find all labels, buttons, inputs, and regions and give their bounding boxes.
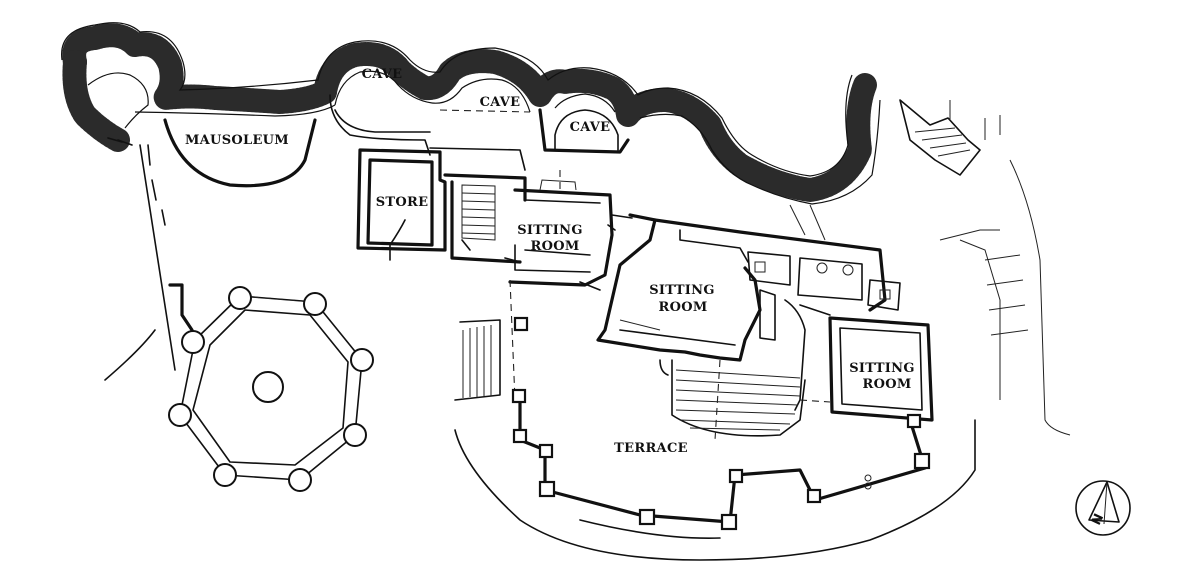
sitting-room-3 [799, 304, 934, 422]
label-mausoleum: MAUSOLEUM [185, 133, 289, 148]
label-cave-3: CAVE [570, 120, 611, 135]
entrance-stair [671, 359, 806, 437]
north-east-stair [789, 99, 1001, 241]
label-terrace: TERRACE [614, 441, 688, 456]
mausoleum [104, 118, 317, 381]
service-rooms [747, 251, 901, 411]
label-sitting-room-3-line1: SITTING [849, 361, 915, 376]
label-cave-1: CAVE [362, 67, 403, 82]
sitting-room-2 [596, 213, 887, 376]
sitting-room-1 [504, 179, 614, 291]
label-store: STORE [376, 195, 429, 210]
rock-cliff [61, 22, 881, 205]
label-cave-2: CAVE [480, 95, 521, 110]
label-sitting-room-1-line1: SITTING [517, 223, 583, 238]
label-sitting-room-1-line2: ROOM [530, 239, 579, 254]
label-sitting-room-2-line1: SITTING [649, 283, 715, 298]
room-labels: MAUSOLEUM CAVE CAVE CAVE STORE SITTING R… [185, 67, 915, 456]
north-arrow-icon: N [1075, 480, 1131, 536]
west-stair [454, 319, 501, 401]
rotunda [168, 286, 374, 492]
terrace [454, 159, 1071, 561]
label-sitting-room-2-line2: ROOM [658, 300, 707, 315]
label-sitting-room-3-line2: ROOM [862, 377, 911, 392]
cave-rooms [329, 94, 630, 190]
